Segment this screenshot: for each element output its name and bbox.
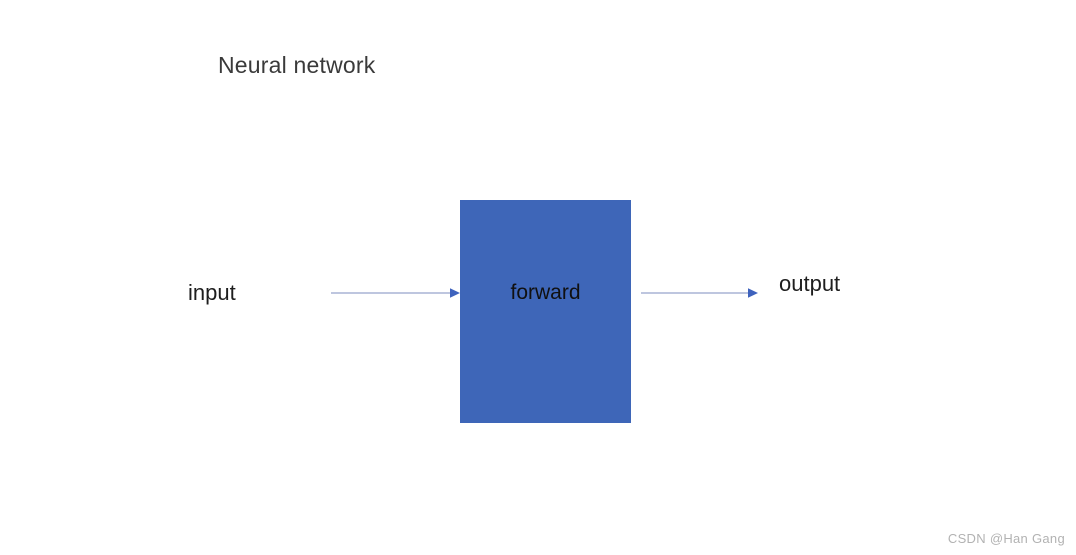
input-arrowhead-icon: [450, 288, 460, 298]
watermark-text: CSDN @Han Gang: [947, 531, 1065, 546]
output-label: output: [779, 271, 841, 296]
slide-title: Neural network: [218, 52, 376, 78]
input-label: input: [188, 280, 236, 305]
forward-box-label: forward: [510, 281, 581, 304]
output-arrowhead-icon: [748, 288, 758, 298]
forward-box: forward: [460, 200, 631, 423]
